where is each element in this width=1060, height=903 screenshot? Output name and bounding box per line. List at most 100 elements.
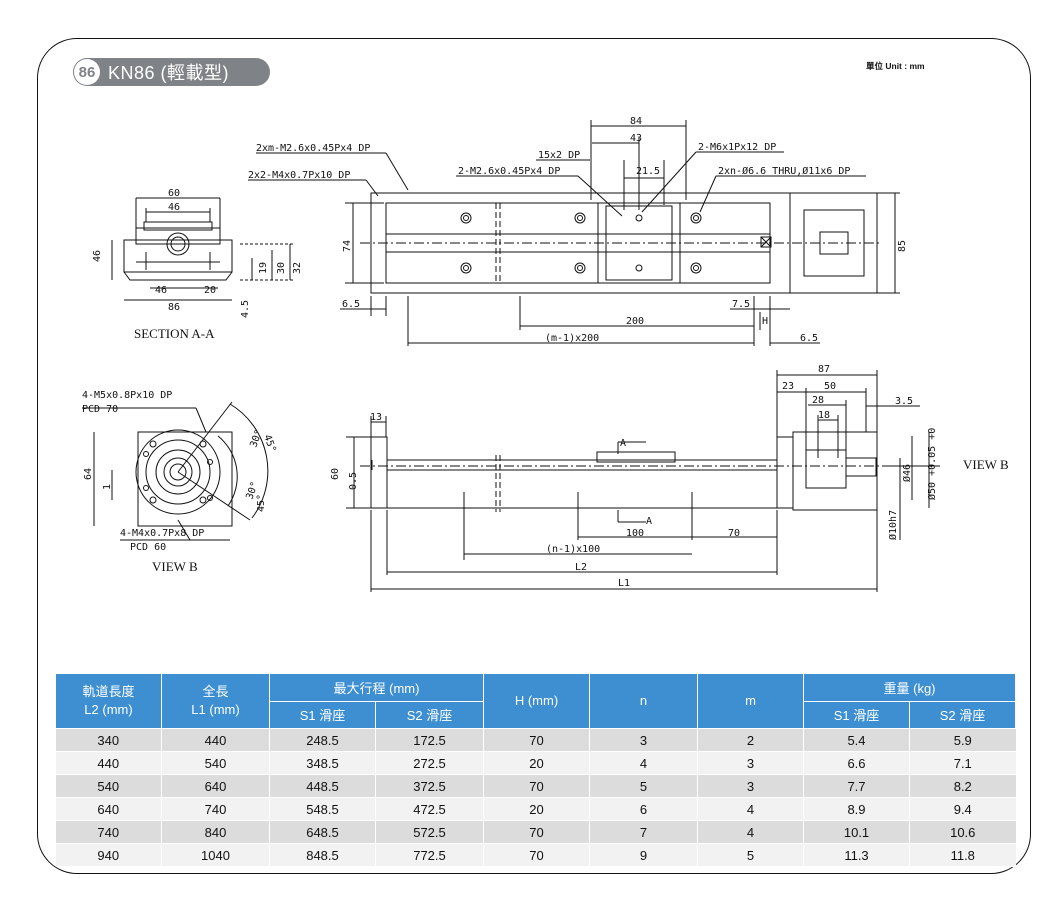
dim-text: (n-1)x100 <box>546 544 600 555</box>
dim-text: 46 <box>92 250 103 262</box>
table-cell: 940 <box>55 843 162 867</box>
dim-text: 13 <box>370 412 382 423</box>
table-cell: 2 <box>697 728 804 752</box>
dim-text: 70 <box>728 528 740 539</box>
table-cell: 70 <box>483 774 590 798</box>
header-weight: 重量 (kg) <box>802 673 1017 702</box>
dim-text: 30 <box>276 262 287 274</box>
view-b-label: VIEW B <box>963 457 1009 472</box>
table-cell: 9 <box>589 843 698 867</box>
dim-text: 21.5 <box>636 166 660 177</box>
header-stroke-s2: S2 滑座 <box>375 700 484 729</box>
table-cell: 11.8 <box>908 843 1016 867</box>
table-cell: 848.5 <box>269 843 376 867</box>
table-row: 340 440 248.5 172.5 70 3 2 5.4 5.9 <box>55 728 1016 752</box>
dim-text: 20 <box>204 285 216 296</box>
dim-text: (m-1)x200 <box>545 333 599 344</box>
table-cell: 5 <box>697 843 804 867</box>
view-b-note: PCD 60 <box>130 542 166 553</box>
table-cell: 572.5 <box>375 820 484 844</box>
dim-text: 7.5 <box>732 299 750 310</box>
spec-table: 軌道長度 L2 (mm) 全長 L1 (mm) 最大行程 (mm) H (mm)… <box>55 673 1017 867</box>
dim-text: 87 <box>818 364 830 375</box>
dim-text: 28 <box>812 395 824 406</box>
table-cell: 448.5 <box>269 774 376 798</box>
table-cell: 372.5 <box>375 774 484 798</box>
table-cell: 20 <box>483 751 590 775</box>
table-cell: 840 <box>161 820 270 844</box>
table-cell: 3 <box>697 774 804 798</box>
table-cell: 70 <box>483 843 590 867</box>
header-h: H (mm) <box>483 673 590 729</box>
table-cell: 640 <box>161 774 270 798</box>
dim-text: L1 <box>618 578 630 589</box>
table-cell: 7.1 <box>908 751 1016 775</box>
dim-text: 200 <box>626 316 644 327</box>
dim-text: 60 <box>168 188 180 199</box>
table-cell: 7 <box>589 820 698 844</box>
section-a-a-caption: SECTION A-A <box>134 326 215 341</box>
technical-drawing: SECTION A-A VIEW B VIEW B 60 46 46 20 86… <box>82 116 1009 592</box>
header-m: m <box>697 673 804 729</box>
table-cell: 340 <box>55 728 162 752</box>
dim-text: 6.5 <box>342 299 360 310</box>
dim-text: 0.5 <box>348 472 359 490</box>
dim-text: L2 <box>575 562 587 573</box>
page-frame <box>37 38 1031 874</box>
dim-text: 6.5 <box>800 333 818 344</box>
dim-text: Ø50 +0.05 +0 <box>926 428 938 500</box>
table-cell: 6.6 <box>803 751 910 775</box>
view-b-drawing <box>82 401 269 541</box>
table-cell: 7.7 <box>803 774 910 798</box>
header-stroke-s1: S1 滑座 <box>269 700 376 729</box>
angle-text: 45° <box>261 433 278 454</box>
dim-text: 60 <box>330 468 341 480</box>
dim-text: 100 <box>626 528 644 539</box>
top-view-note: 2xm-M2.6x0.45Px4 DP <box>256 143 370 154</box>
table-cell: 3 <box>589 728 698 752</box>
header-max-stroke: 最大行程 (mm) <box>269 673 484 702</box>
table-cell: 5 <box>589 774 698 798</box>
dim-text: 86 <box>168 302 180 313</box>
dim-text: 74 <box>342 240 353 252</box>
header-weight-s2: S2 滑座 <box>908 700 1017 729</box>
table-cell: 248.5 <box>269 728 376 752</box>
table-cell: 272.5 <box>375 751 484 775</box>
view-b-note: 4-M5x0.8Px10 DP <box>82 390 172 401</box>
angle-text: 30° <box>248 428 265 449</box>
table-row: 440 540 348.5 272.5 20 4 3 6.6 7.1 <box>55 751 1016 775</box>
table-cell: 740 <box>161 797 270 821</box>
table-cell: 9.4 <box>908 797 1016 821</box>
table-cell: 4 <box>697 797 804 821</box>
view-b-note: PCD 70 <box>82 404 118 415</box>
model-number-badge: 86 <box>74 59 100 85</box>
view-b-caption: VIEW B <box>152 559 198 574</box>
table-cell: 4 <box>589 751 698 775</box>
table-cell: 772.5 <box>375 843 484 867</box>
table-cell: 548.5 <box>269 797 376 821</box>
side-view-drawing <box>346 370 940 592</box>
top-view-note: 2xn-Ø6.6 THRU,Ø11x6 DP <box>718 165 850 177</box>
table-row: 640 740 548.5 472.5 20 6 4 8.9 9.4 <box>55 797 1016 821</box>
dim-text: 1 <box>102 484 113 490</box>
table-cell: 20 <box>483 797 590 821</box>
table-cell: 11.3 <box>803 843 910 867</box>
section-marker: A <box>646 516 652 527</box>
table-cell: 172.5 <box>375 728 484 752</box>
table-cell: 540 <box>161 751 270 775</box>
dim-text: 46 <box>155 285 167 296</box>
table-cell: 5.4 <box>803 728 910 752</box>
table-cell: 640 <box>55 797 162 821</box>
dim-text: 23 <box>782 381 794 392</box>
dim-text: 84 <box>630 116 642 127</box>
dim-text: 43 <box>630 133 642 144</box>
dim-text: H <box>762 316 768 327</box>
unit-label: 單位 Unit : mm <box>866 61 925 71</box>
table-cell: 70 <box>483 820 590 844</box>
table-cell: 440 <box>161 728 270 752</box>
table-cell: 4 <box>697 820 804 844</box>
table-cell: 3 <box>697 751 804 775</box>
table-cell: 10.6 <box>908 820 1016 844</box>
table-cell: 5.9 <box>908 728 1016 752</box>
top-view-note: 2-M6x1Px12 DP <box>698 142 776 153</box>
